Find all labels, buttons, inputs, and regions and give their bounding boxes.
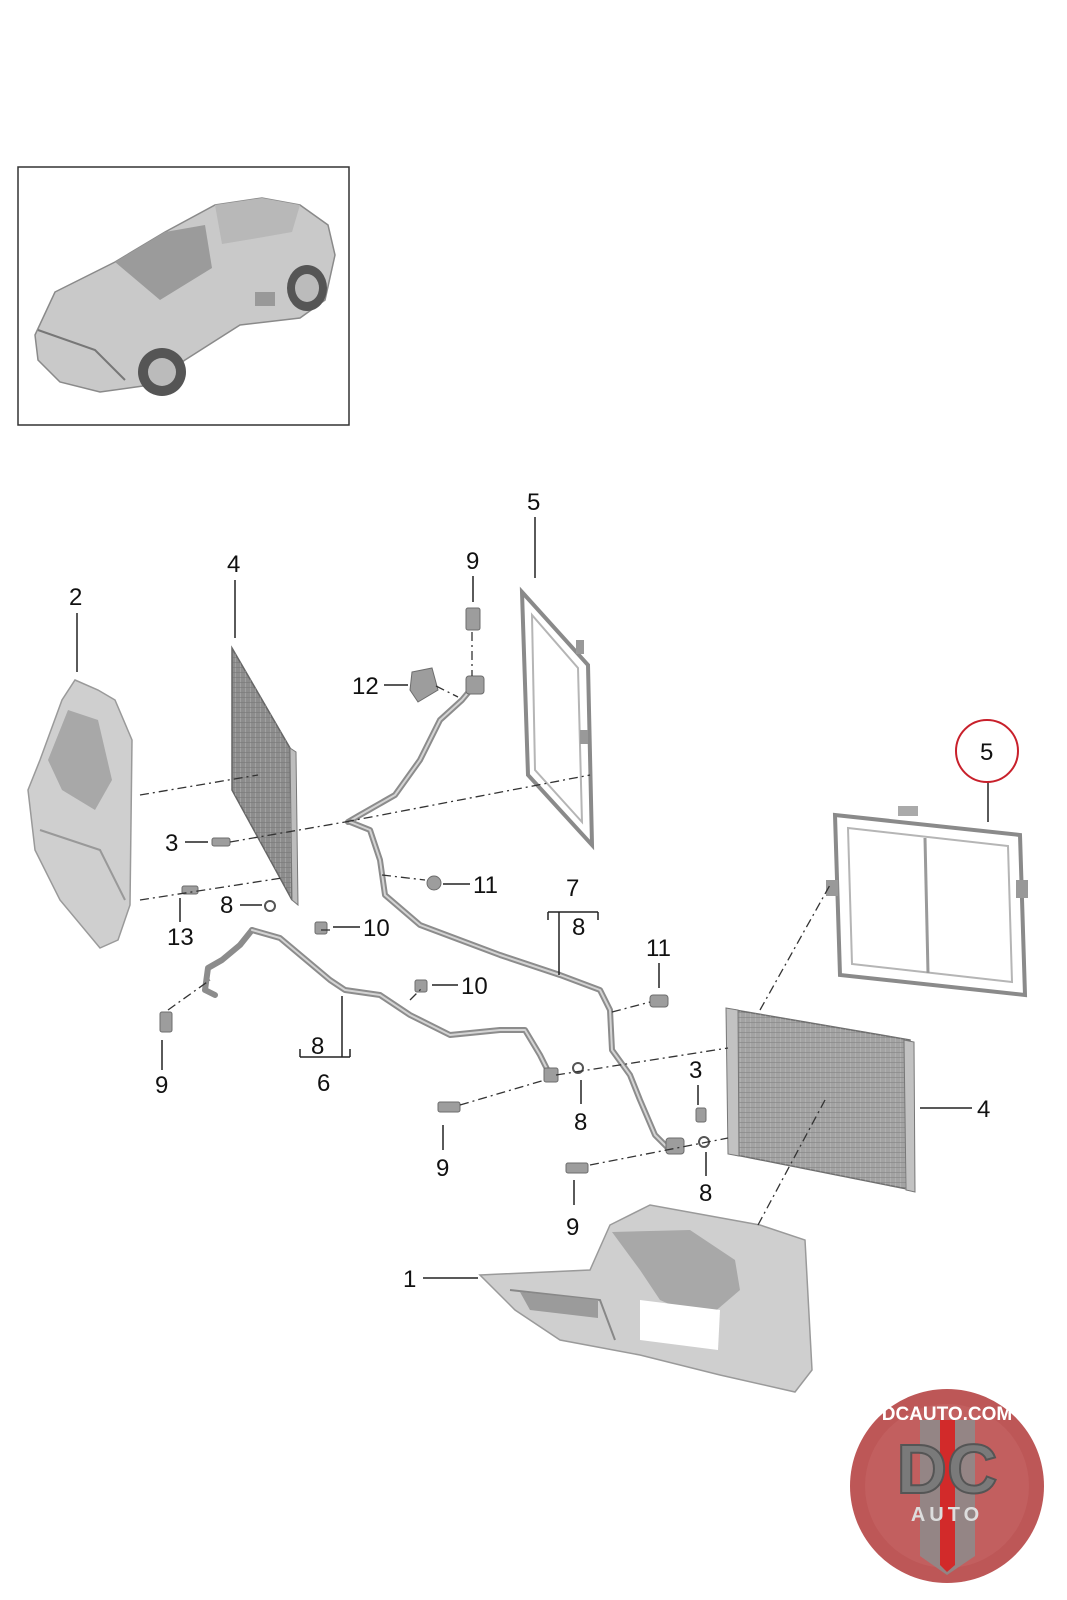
part-4-right-radiator bbox=[725, 1007, 916, 1193]
dcauto-logo: DCAUTO.COM DC AUTO bbox=[850, 1389, 1044, 1583]
callout-5-highlighted: 5 bbox=[980, 739, 993, 766]
callout-11: 11 bbox=[646, 935, 671, 962]
vehicle-thumbnail bbox=[17, 166, 350, 426]
callout-8: 8 bbox=[574, 1109, 587, 1136]
logo-bottom-text: AUTO bbox=[911, 1504, 983, 1526]
callout-8: 8 bbox=[572, 914, 585, 941]
callout-13: 13 bbox=[167, 924, 194, 951]
callout-8: 8 bbox=[220, 892, 233, 919]
logo-top-text: DCAUTO.COM bbox=[882, 1404, 1013, 1425]
callout-4: 4 bbox=[227, 551, 240, 578]
callout-10: 10 bbox=[363, 915, 390, 942]
leader-lines bbox=[76, 517, 989, 1279]
callout-8: 8 bbox=[311, 1033, 324, 1060]
hardware bbox=[159, 607, 710, 1174]
logo-mark: DC bbox=[896, 1430, 997, 1508]
callout-7: 7 bbox=[566, 875, 579, 902]
callout-3: 3 bbox=[165, 830, 178, 857]
callouts: 1 2 3 3 4 4 5 5 6 7 8 8 8 8 8 9 9 9 9 10… bbox=[69, 489, 1019, 1293]
callout-4: 4 bbox=[977, 1096, 990, 1123]
callout-8: 8 bbox=[699, 1180, 712, 1207]
assembly-lines bbox=[139, 632, 831, 1226]
callout-12: 12 bbox=[352, 673, 379, 700]
callout-11: 11 bbox=[473, 872, 498, 899]
part-5-left-frame bbox=[519, 586, 595, 851]
part-2-left-air-duct bbox=[27, 679, 133, 949]
callout-9: 9 bbox=[155, 1072, 168, 1099]
part-5-right-frame bbox=[826, 806, 1028, 998]
callout-1: 1 bbox=[403, 1266, 416, 1293]
callout-6: 6 bbox=[317, 1070, 330, 1097]
callout-9: 9 bbox=[566, 1214, 579, 1241]
callout-2: 2 bbox=[69, 584, 82, 611]
highlight-circle bbox=[955, 719, 1019, 783]
callout-3: 3 bbox=[689, 1057, 702, 1084]
part-1-lower-air-duct bbox=[478, 1204, 813, 1393]
refrigerant-lines bbox=[202, 685, 671, 1151]
callout-9: 9 bbox=[466, 548, 479, 575]
callout-10: 10 bbox=[461, 973, 488, 1000]
callout-5: 5 bbox=[527, 489, 540, 516]
part-4-left-radiator bbox=[231, 645, 299, 907]
callout-9: 9 bbox=[436, 1155, 449, 1182]
